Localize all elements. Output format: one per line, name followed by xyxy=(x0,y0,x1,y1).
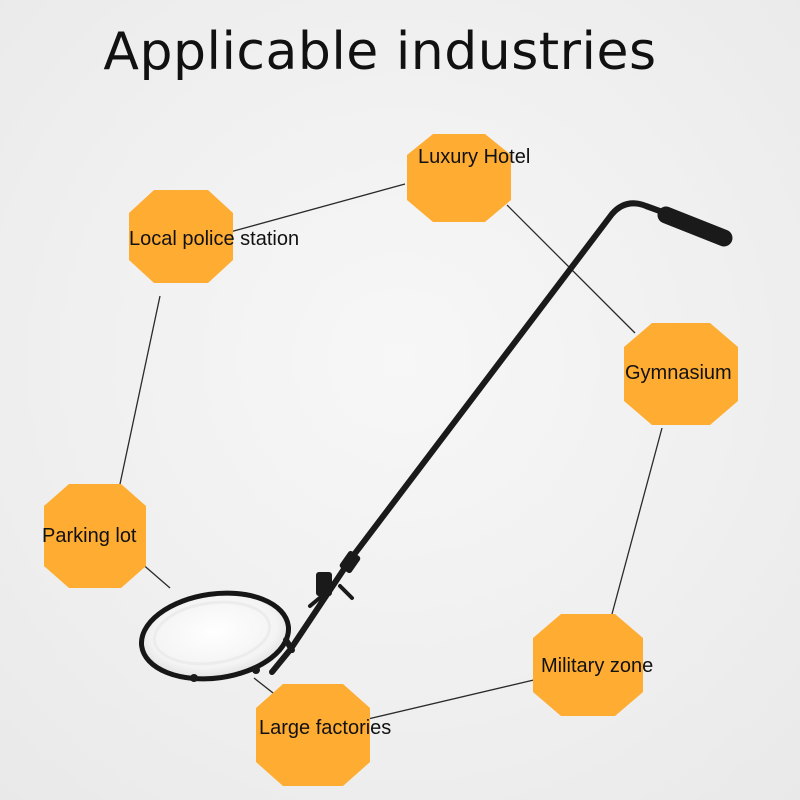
label-parking-lot: Parking lot xyxy=(42,525,137,547)
hexagon-group xyxy=(44,134,738,786)
label-gymnasium: Gymnasium xyxy=(625,362,732,384)
label-luxury-hotel: Luxury Hotel xyxy=(418,146,531,168)
hexagon-local-police-station xyxy=(129,190,233,283)
hexagon-large-factories xyxy=(256,684,370,786)
connector-police-hotel xyxy=(229,183,406,233)
under-vehicle-inspection-mirror-icon xyxy=(138,200,733,682)
page-title: Applicable industries xyxy=(103,22,657,82)
label-military-zone: Military zone xyxy=(541,655,654,677)
label-large-factories: Large factories xyxy=(259,717,392,739)
hexagon-luxury-hotel xyxy=(407,134,511,222)
connector-gym-military xyxy=(611,427,663,615)
connector-police-parking xyxy=(119,295,161,485)
label-local-police-station: Local police station xyxy=(129,228,300,250)
hexagon-military-zone xyxy=(533,614,643,716)
hexagon-gymnasium xyxy=(624,323,738,425)
connector-military-factory xyxy=(367,678,539,720)
hexagon-parking-lot xyxy=(44,484,146,588)
